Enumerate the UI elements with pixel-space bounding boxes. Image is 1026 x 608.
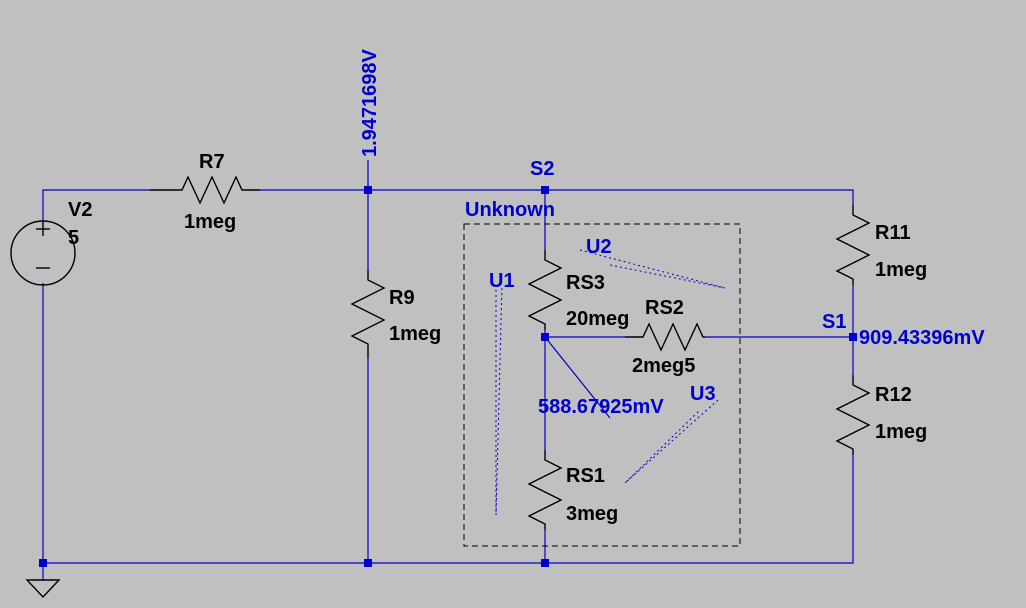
junction-s2 [541,186,549,194]
v2-value: 5 [68,227,79,249]
rs1-name: RS1 [566,465,605,487]
junction-mid [541,333,549,341]
wire-bottom-rail [42,283,854,564]
voltage-mid-node: 588.67925mV [538,396,664,418]
r9-name: R9 [389,287,415,309]
junctions [39,186,857,567]
net-label-s1: S1 [822,311,846,333]
r7-value: 1meg [184,211,236,233]
resistor-r11[interactable] [835,205,871,285]
unknown-box-label: Unknown [465,199,555,221]
rs2-value: 2meg5 [632,355,695,377]
r11-value: 1meg [875,259,927,281]
junction-top-r9 [364,186,372,194]
voltage-top-node: 1.9471698V [359,48,381,157]
wire-v2-r7 [42,189,150,223]
source-circle-icon [10,220,76,286]
junction-s1 [849,333,857,341]
v2-name: V2 [68,199,92,221]
wire-r7-node [260,189,854,205]
resistor-rs2[interactable] [625,322,705,352]
rs3-name: RS3 [566,272,605,294]
r7-name: R7 [199,151,225,173]
wire-probe-mid [544,336,611,419]
ground-icon [25,563,61,599]
probe-u3[interactable] [624,399,719,484]
probe-u1-label: U1 [489,270,515,292]
resistor-r12[interactable] [835,375,871,455]
r12-name: R12 [875,384,912,406]
resistor-r7[interactable] [150,175,260,205]
rs3-value: 20meg [566,308,629,330]
resistor-rs3[interactable] [527,250,563,330]
probe-u1[interactable] [495,284,503,516]
voltage-s1-node: 909.43396mV [859,327,985,349]
resistor-r9[interactable] [350,270,386,358]
wires [42,160,854,564]
net-label-s2: S2 [530,158,554,180]
r11-name: R11 [875,222,911,244]
junction-bottom-r9 [364,559,372,567]
probe-u2-label: U2 [586,236,612,258]
probe-u3-label: U3 [690,383,716,405]
unknown-box[interactable] [463,223,741,547]
resistor-rs1[interactable] [527,450,563,530]
rs2-name: RS2 [645,297,684,319]
r12-value: 1meg [875,421,927,443]
junction-bottom-rs1 [541,559,549,567]
r9-value: 1meg [389,323,441,345]
voltage-source-v2[interactable] [10,220,76,286]
rs1-value: 3meg [566,503,618,525]
